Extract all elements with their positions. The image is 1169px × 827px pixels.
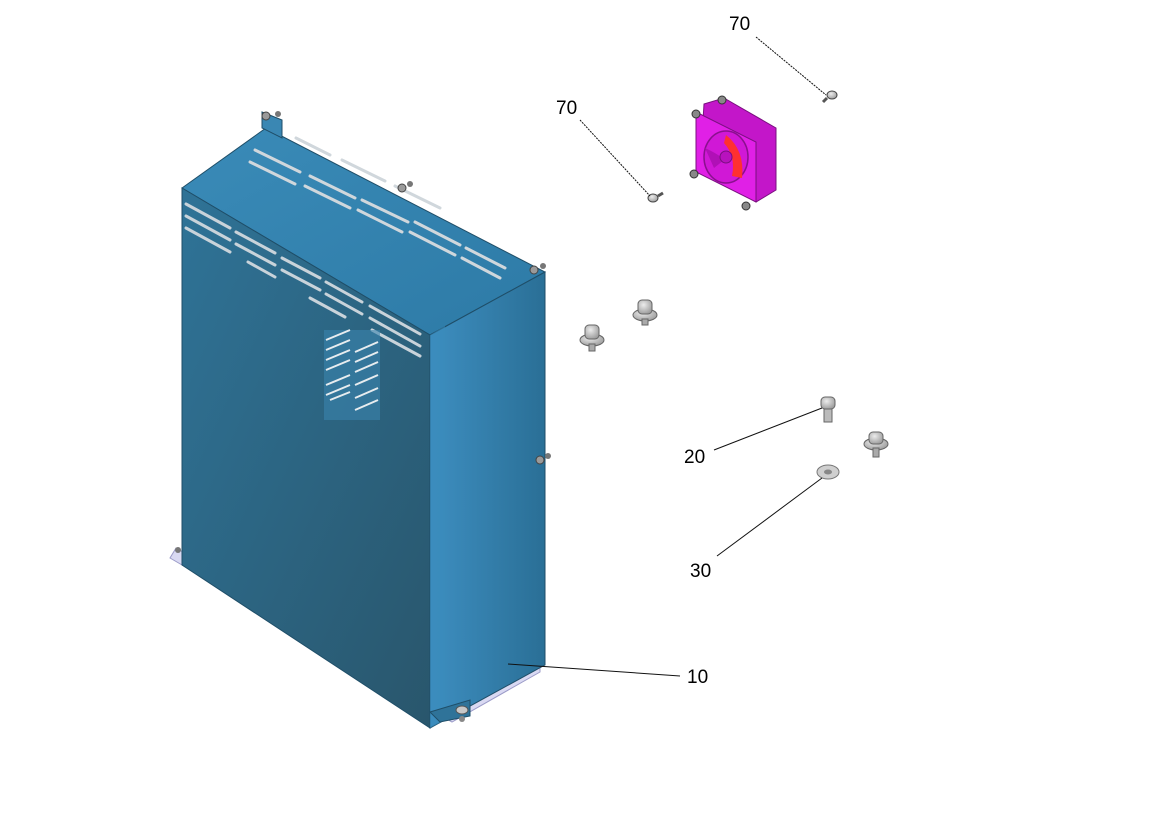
screw-70-right: [821, 90, 838, 104]
housing-screws: [175, 111, 551, 553]
grille-vent: [324, 329, 380, 420]
washer-30: [816, 464, 840, 480]
fan: [689, 95, 777, 211]
bolt-right: [863, 431, 889, 458]
callout-20: 20: [684, 447, 706, 468]
leader-20: [713, 407, 823, 451]
bolt-upper-2: [579, 324, 605, 352]
bolt-20: [820, 396, 836, 423]
leader-lines: [507, 36, 827, 677]
leader-70-left: [579, 119, 651, 197]
leader-30: [716, 477, 823, 557]
top-vent-slots: [248, 136, 507, 280]
bolt-upper-1: [632, 299, 658, 326]
callout-10: 10: [687, 667, 709, 688]
callout-70-right: 70: [729, 14, 751, 35]
leader-10: [507, 663, 681, 677]
callout-70-left: 70: [556, 98, 578, 119]
callout-30: 30: [690, 561, 712, 582]
enclosure-cover: [169, 111, 551, 729]
cover-side-face: [429, 271, 546, 729]
screw-70-left: [647, 191, 664, 203]
leader-70-right: [755, 36, 827, 96]
